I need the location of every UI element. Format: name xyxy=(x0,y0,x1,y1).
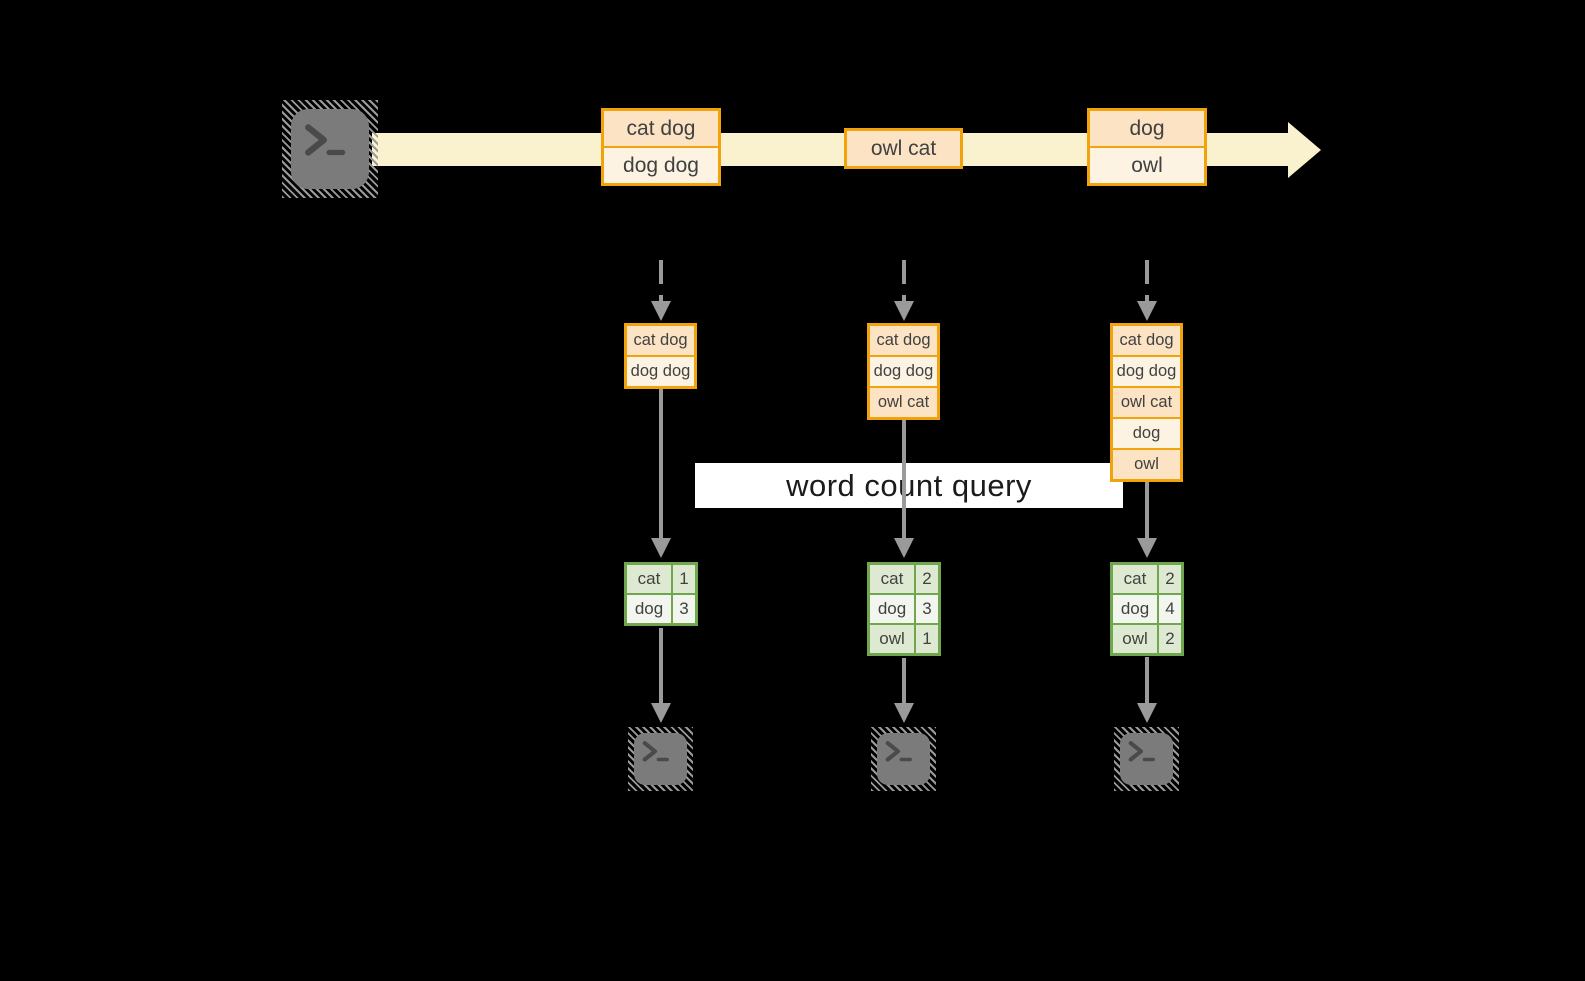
buffer-row: cat dog xyxy=(870,326,937,355)
message-text: dog dog xyxy=(623,153,699,177)
table-row: dog 4 xyxy=(1113,593,1181,623)
buffer-text: owl cat xyxy=(1120,393,1173,411)
terminal-screen xyxy=(634,733,687,785)
message-text: cat dog xyxy=(626,116,696,140)
count-value: 3 xyxy=(673,595,695,623)
count-word: dog xyxy=(870,595,916,623)
buffer-row: owl cat xyxy=(870,386,937,417)
terminal-prompt-icon xyxy=(885,741,912,762)
buffer-row: owl cat xyxy=(1113,386,1180,417)
table-row: cat 2 xyxy=(870,565,938,593)
stream-batch-2: owl cat xyxy=(844,128,963,169)
message-buffer-2: cat dog dog dog owl cat xyxy=(867,323,940,420)
message-buffer-1: cat dog dog dog xyxy=(624,323,697,389)
buffer-text: owl xyxy=(1134,455,1159,473)
terminal-screen xyxy=(291,109,369,189)
count-word: cat xyxy=(627,565,673,593)
buffer-row: dog dog xyxy=(627,355,694,386)
count-value: 3 xyxy=(916,595,938,623)
buffer-row: dog dog xyxy=(870,355,937,386)
stream-batch-1: cat dog dog dog xyxy=(601,108,721,186)
table-row: dog 3 xyxy=(627,593,695,623)
buffer-text: cat dog xyxy=(633,331,688,349)
sink-terminal-icon-1 xyxy=(628,727,693,791)
count-value: 1 xyxy=(673,565,695,593)
count-word: dog xyxy=(627,595,673,623)
terminal-screen xyxy=(1120,733,1173,785)
table-row: owl 1 xyxy=(870,623,938,653)
buffer-text: dog dog xyxy=(630,362,691,380)
table-row: cat 1 xyxy=(627,565,695,593)
sink-terminal-icon-2 xyxy=(871,727,936,791)
buffer-text: dog xyxy=(1132,424,1161,442)
message-text: owl xyxy=(1131,153,1163,177)
query-banner: word count query xyxy=(695,463,1123,508)
buffer-row: cat dog xyxy=(627,326,694,355)
count-value: 2 xyxy=(1159,565,1181,593)
count-table-1: cat 1 dog 3 xyxy=(624,562,698,626)
terminal-prompt-icon xyxy=(305,124,346,156)
terminal-prompt-icon xyxy=(642,741,669,762)
terminal-prompt-icon xyxy=(1128,741,1155,762)
stream-batch-3: dog owl xyxy=(1087,108,1207,186)
stream-message: owl cat xyxy=(847,131,960,166)
buffer-text: cat dog xyxy=(1119,331,1174,349)
count-word: owl xyxy=(870,625,916,653)
count-value: 4 xyxy=(1159,595,1181,623)
count-word: cat xyxy=(1113,565,1159,593)
count-value: 1 xyxy=(916,625,938,653)
stream-message: cat dog xyxy=(604,111,718,146)
terminal-screen xyxy=(877,733,930,785)
stream-message: dog xyxy=(1090,111,1204,146)
stream-message: dog dog xyxy=(604,146,718,183)
stream-arrowhead xyxy=(1288,122,1321,178)
sink-terminal-icon-3 xyxy=(1114,727,1179,791)
count-word: dog xyxy=(1113,595,1159,623)
count-table-2: cat 2 dog 3 owl 1 xyxy=(867,562,941,656)
count-value: 2 xyxy=(1159,625,1181,653)
table-row: dog 3 xyxy=(870,593,938,623)
buffer-row: dog xyxy=(1113,417,1180,448)
count-word: owl xyxy=(1113,625,1159,653)
buffer-row: dog dog xyxy=(1113,355,1180,386)
buffer-text: dog dog xyxy=(873,362,934,380)
buffer-text: owl cat xyxy=(877,393,930,411)
query-banner-label: word count query xyxy=(786,467,1032,503)
buffer-row: cat dog xyxy=(1113,326,1180,355)
count-value: 2 xyxy=(916,565,938,593)
buffer-text: cat dog xyxy=(876,331,931,349)
table-row: cat 2 xyxy=(1113,565,1181,593)
source-terminal-icon xyxy=(282,100,378,198)
buffer-text: dog dog xyxy=(1116,362,1177,380)
message-buffer-3: cat dog dog dog owl cat dog owl xyxy=(1110,323,1183,482)
message-text: owl cat xyxy=(870,136,937,160)
table-row: owl 2 xyxy=(1113,623,1181,653)
message-text: dog xyxy=(1129,116,1165,140)
stream-message: owl xyxy=(1090,146,1204,183)
count-word: cat xyxy=(870,565,916,593)
count-table-3: cat 2 dog 4 owl 2 xyxy=(1110,562,1184,656)
buffer-row: owl xyxy=(1113,448,1180,479)
